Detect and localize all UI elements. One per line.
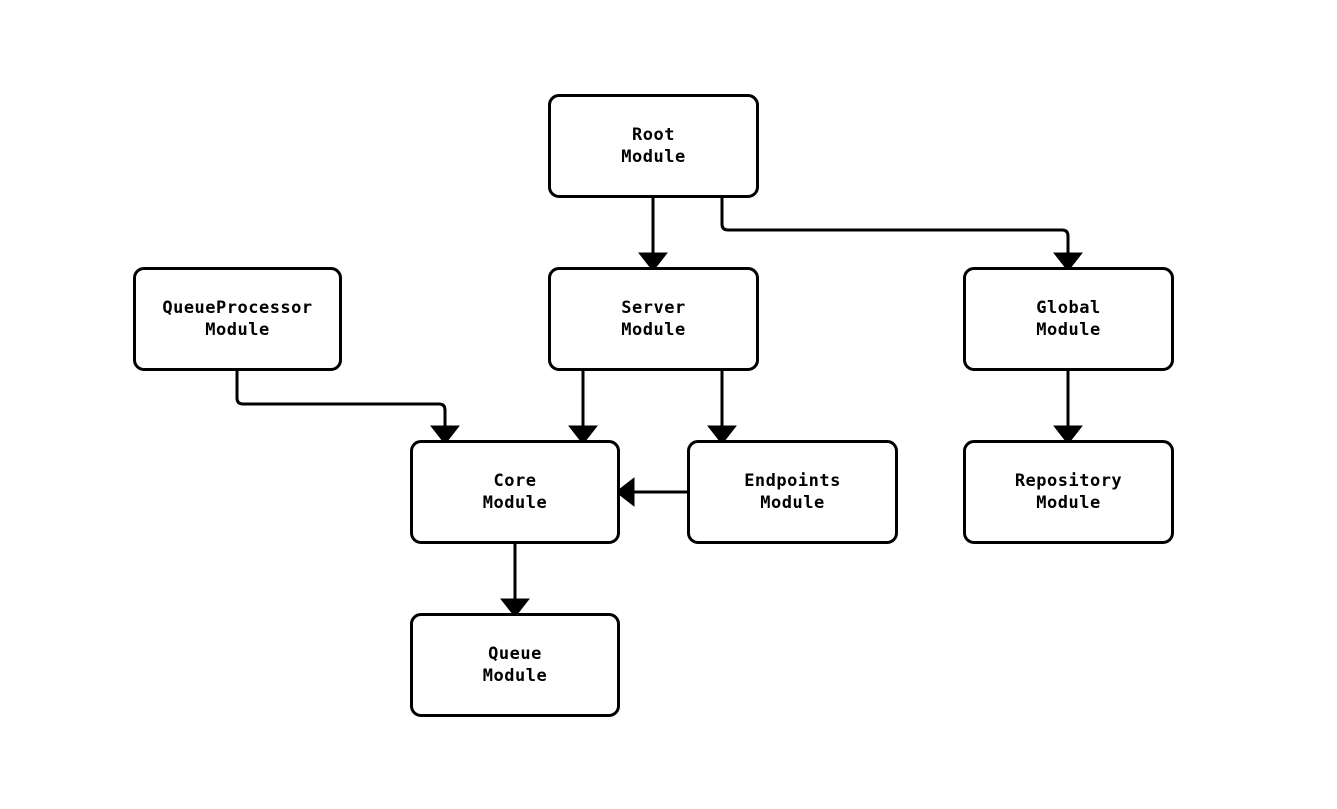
node-endpoints-module[interactable]: Endpoints Module: [687, 440, 898, 544]
node-core-module[interactable]: Core Module: [410, 440, 620, 544]
node-queue-module-suffix: Module: [482, 666, 548, 686]
node-repository-module-suffix: Module: [1036, 493, 1101, 513]
node-repository-module-name: Repository: [1014, 471, 1123, 491]
node-global-module-suffix: Module: [1036, 320, 1101, 340]
node-server-module-name: Server: [621, 298, 686, 318]
node-core-module-name: Core: [493, 471, 537, 491]
node-queue-module[interactable]: Queue Module: [410, 613, 620, 717]
node-queueprocessor-module-suffix: Module: [205, 320, 270, 340]
node-queueprocessor-module-name: QueueProcessor: [162, 298, 313, 318]
node-queueprocessor-module[interactable]: QueueProcessor Module: [133, 267, 342, 371]
node-endpoints-module-name: Endpoints: [744, 471, 841, 491]
node-server-module-suffix: Module: [621, 320, 686, 340]
node-core-module-suffix: Module: [482, 493, 548, 513]
node-queue-module-name: Queue: [488, 644, 542, 664]
node-root-module-suffix: Module: [621, 147, 686, 167]
node-global-module[interactable]: Global Module: [963, 267, 1174, 371]
edge-root-to-global: [720, 198, 1083, 272]
node-repository-module[interactable]: Repository Module: [963, 440, 1174, 544]
node-endpoints-module-suffix: Module: [760, 493, 825, 513]
node-root-module-name: Root: [632, 125, 675, 145]
node-root-module[interactable]: Root Module: [548, 94, 759, 198]
node-global-module-name: Global: [1036, 298, 1101, 318]
edge-queueprocessor-to-core: [235, 371, 460, 445]
node-server-module[interactable]: Server Module: [548, 267, 759, 371]
